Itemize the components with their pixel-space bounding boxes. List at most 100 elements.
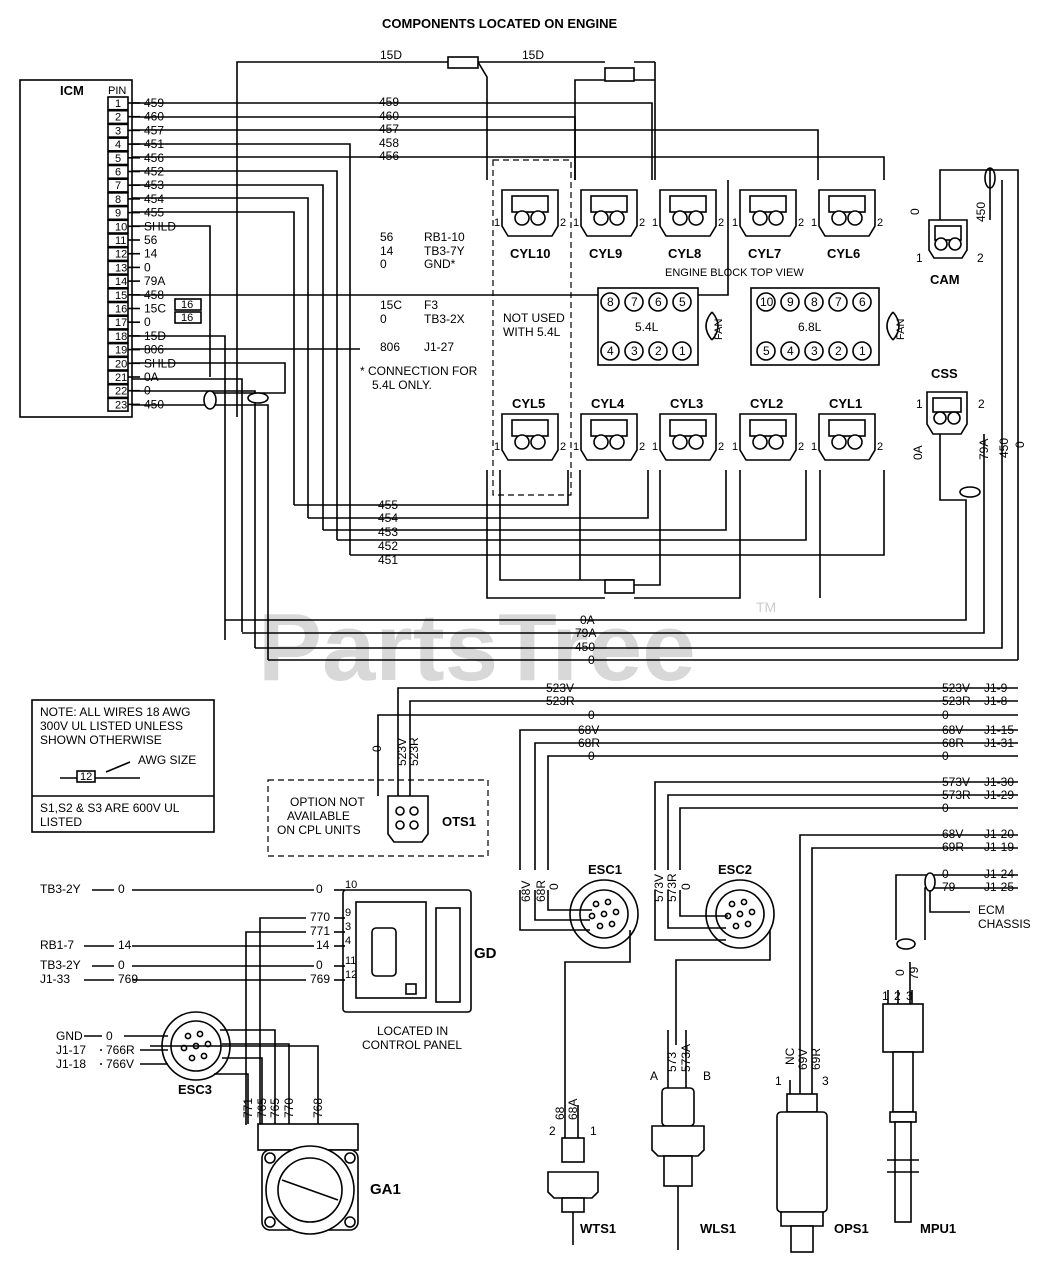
harness-wire: 69R [942,840,964,854]
cam-label: CAM [930,272,960,287]
gd-end-wire: 769 [310,972,330,986]
cyl-pin-2: 2 [639,441,645,453]
engine-cyl-number: 1 [859,344,866,358]
gd-source: RB1-7 [40,938,74,952]
cyl10-cyl5-dashed-box [492,159,572,496]
harness-wire: 68V [942,827,963,841]
harness-wire: 523R [942,694,971,708]
cyl-pin-1: 1 [573,217,579,229]
icm-pin-wire: 0 [144,260,151,274]
wire-label-459: 459 [379,95,399,109]
gd-wire: 0 [118,958,125,972]
mpu1-label: MPU1 [920,1221,956,1236]
cylinder-label: CYL4 [591,396,625,411]
esc2-label: ESC2 [718,862,752,877]
with-54-label: WITH 5.4L [503,325,561,339]
gd-end-wire: 0 [316,958,323,972]
css-wire-0: 0 [1013,441,1027,448]
gd-end-wire: 14 [316,938,330,952]
cylinder-label: CYL8 [668,246,701,261]
wts1-wire-68: 68 [553,1106,567,1120]
ga1-label: GA1 [370,1181,401,1198]
icm-dest-label: TB3-7Y [424,244,465,258]
harness-dest: J1-29 [984,788,1014,802]
cyl-pin-1: 1 [652,217,658,229]
icm-pin-number: 15 [115,290,127,302]
gd-pin: 10 [345,879,357,891]
gd-end-wire: 770 [310,910,330,924]
icm-dest-wire: 15C [380,298,402,312]
splice-top [604,67,635,82]
cylinder-label: CYL2 [750,396,783,411]
bus-451: 451 [378,553,398,567]
ops1-label: OPS1 [834,1221,869,1236]
mpu1-sensor [882,1003,924,1223]
gd-label: GD [474,945,497,962]
esc2-wire-573r: 573R [665,873,679,902]
engine-cyl-number: 2 [835,344,842,358]
icm-pin-number: 3 [115,125,121,137]
wire-label-15d-b: 15D [522,48,544,62]
note-line-3: SHOWN OTHERWISE [40,733,162,747]
wire-label-15d-a: 15D [380,48,402,62]
engine-cyl-number: 3 [631,344,638,358]
mpu1-wire-79: 79 [907,966,921,980]
wls1-sensor [651,1087,705,1250]
icm-dest-label: F3 [424,298,438,312]
note-box [31,699,215,833]
icm-pin-number: 8 [115,194,121,206]
gd-source: TB3-2Y [40,958,81,972]
engine-cyl-number: 3 [811,344,818,358]
cam-pin-2: 2 [977,251,984,265]
ops1-wire-69v: 69V [796,1049,810,1070]
gd-source: TB3-2Y [40,882,81,896]
icm-pin-number: 22 [115,386,127,398]
engine-cyl-number: 2 [655,344,662,358]
wire-label-458: 458 [379,136,399,150]
icm-pin-number: 18 [115,331,127,343]
gd-location-2: CONTROL PANEL [362,1038,462,1052]
gd-rail [435,907,461,1003]
cylinder-label: CYL7 [748,246,781,261]
harness-wire: 523V [942,681,970,695]
fan-label-54: FAN [713,319,725,340]
fan-icon-54 [705,311,719,341]
engine-54-label: 5.4L [635,320,659,334]
harness-wire: 0 [942,801,949,815]
connection-note-2: 5.4L ONLY. [372,378,432,392]
wire-label-460: 460 [379,109,399,123]
gd-pin: 11 [345,955,356,967]
wire-label-457: 457 [379,122,399,136]
note-line-4: S1,S2 & S3 ARE 600V UL [40,801,180,815]
harness-left-523v: 523V [546,681,574,695]
harness-wire: 68V [942,723,963,737]
css-sensor: CSS 1 2 0A 79A 450 0 [911,366,1027,460]
bus-0: 0 [588,653,595,667]
ots-option-1: OPTION NOT [290,795,365,809]
cylinder-label: CYL1 [829,396,862,411]
wts1-wire-68a: 68A [566,1099,580,1120]
shield-oval-b [247,392,269,404]
esc2-connector [705,879,775,949]
icm-dest-wire: 14 [380,244,394,258]
ots-wire-523r: 523R [407,737,421,766]
connection-note-1: * CONNECTION FOR [360,364,478,378]
icm-dest-wire: 0 [380,312,387,326]
ga1-actuator [257,1123,359,1235]
icm-pin-wire: 79A [144,274,165,288]
bus-450: 450 [575,640,595,654]
gd-wire: 0 [118,882,125,896]
wts1-sensor [547,1137,599,1245]
icm-dest-label: TB3-2X [424,312,465,326]
engine-cyl-number: 6 [859,295,866,309]
icm-pin-wire: 0A [144,370,159,384]
